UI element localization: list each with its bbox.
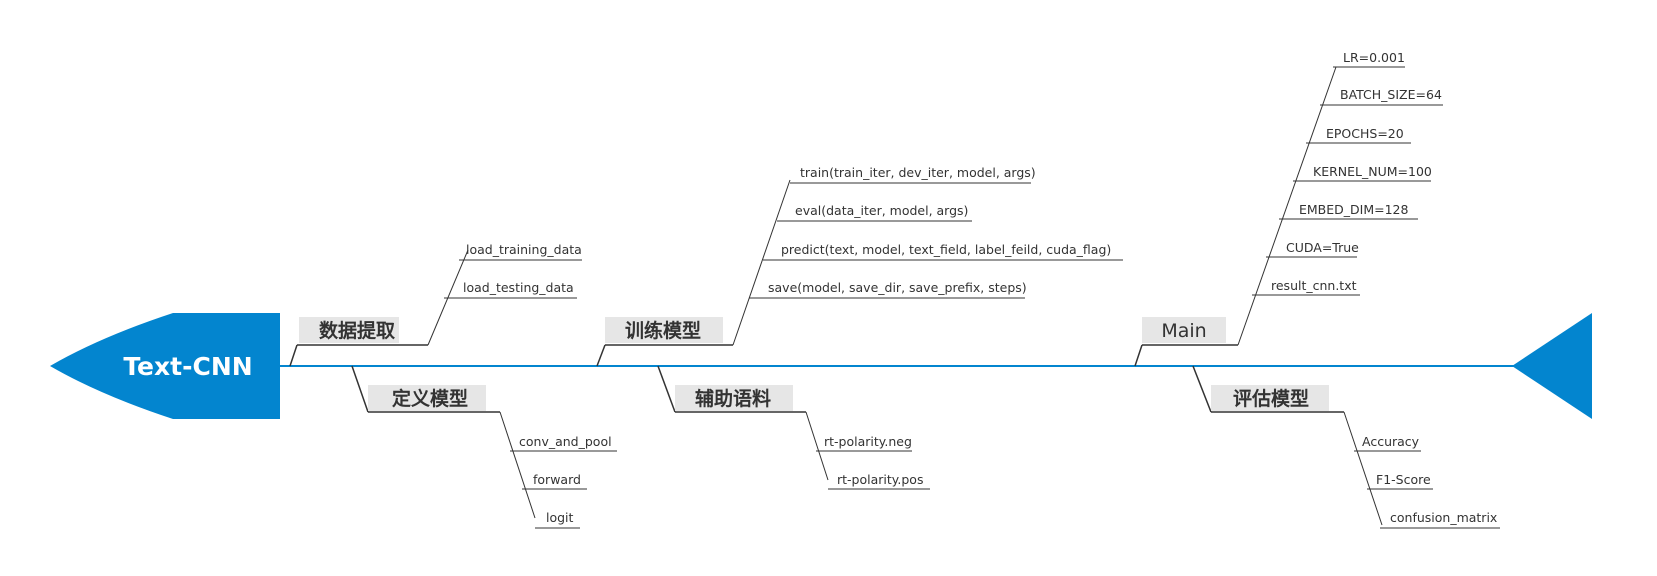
leaf-label[interactable]: conv_and_pool: [519, 434, 612, 449]
sub-spine: [1343, 411, 1383, 526]
leaf-label[interactable]: predict(text, model, text_field, label_f…: [781, 242, 1111, 257]
leaf-label[interactable]: rt-polarity.pos: [837, 472, 923, 487]
leaf-label[interactable]: load_testing_data: [463, 280, 574, 295]
category-label-bg: [675, 385, 793, 411]
category-label-bg: [605, 317, 723, 343]
leaf-label[interactable]: rt-polarity.neg: [824, 434, 912, 449]
category-define-model: 定义模型 conv_and_pool forward logit: [351, 365, 617, 529]
fish-tail: [1512, 313, 1592, 419]
category-main: Main LR=0.001 BATCH_SIZE=64 EPOCHS=20 KE…: [1134, 50, 1443, 367]
sub-spine: [805, 411, 829, 481]
leaf-label[interactable]: BATCH_SIZE=64: [1340, 87, 1442, 102]
leaf-label[interactable]: confusion_matrix: [1390, 510, 1497, 525]
rib: [1192, 365, 1212, 413]
leaf-label[interactable]: load_training_data: [466, 242, 582, 257]
rib: [289, 344, 298, 367]
leaf-label[interactable]: forward: [533, 472, 581, 487]
leaf-label[interactable]: CUDA=True: [1286, 240, 1359, 255]
leaf-label[interactable]: EPOCHS=20: [1326, 126, 1404, 141]
category-label[interactable]: 训练模型: [625, 319, 701, 342]
category-label[interactable]: 辅助语料: [695, 387, 771, 410]
category-label-bg: [1142, 317, 1226, 343]
category-label[interactable]: Main: [1161, 320, 1206, 342]
leaf-label[interactable]: eval(data_iter, model, args): [795, 203, 968, 218]
category-label-bg: [1211, 385, 1329, 411]
sub-spine: [499, 411, 536, 519]
rib: [657, 365, 676, 413]
category-evaluate-model: 评估模型 Accuracy F1-Score confusion_matrix: [1192, 365, 1500, 529]
leaf-label[interactable]: LR=0.001: [1343, 50, 1405, 65]
leaf-label[interactable]: train(train_iter, dev_iter, model, args): [800, 165, 1036, 180]
category-label[interactable]: 数据提取: [319, 319, 395, 342]
category-auxiliary-corpus: 辅助语料 rt-polarity.neg rt-polarity.pos: [657, 365, 930, 490]
leaf-label[interactable]: result_cnn.txt: [1271, 278, 1357, 293]
rib: [351, 365, 369, 413]
sub-spine: [732, 179, 791, 346]
rib: [596, 344, 606, 367]
category-label[interactable]: 评估模型: [1233, 387, 1309, 410]
leaf-label[interactable]: Accuracy: [1362, 434, 1420, 449]
category-label-bg: [299, 317, 399, 343]
category-data-extraction: 数据提取 load_training_data load_testing_dat…: [289, 242, 582, 367]
head-title: Text-CNN: [123, 352, 252, 381]
category-label[interactable]: 定义模型: [392, 387, 468, 410]
leaf-label[interactable]: F1-Score: [1376, 472, 1431, 487]
leaf-label[interactable]: EMBED_DIM=128: [1299, 202, 1409, 217]
leaf-label[interactable]: logit: [546, 510, 574, 525]
leaf-label[interactable]: save(model, save_dir, save_prefix, steps…: [768, 280, 1027, 295]
category-label-bg: [368, 385, 486, 411]
sub-spine: [1237, 66, 1337, 346]
rib: [1134, 344, 1143, 367]
category-train-model: 训练模型 train(train_iter, dev_iter, model, …: [596, 165, 1123, 367]
fish-head[interactable]: [50, 313, 280, 419]
leaf-label[interactable]: KERNEL_NUM=100: [1313, 164, 1432, 179]
